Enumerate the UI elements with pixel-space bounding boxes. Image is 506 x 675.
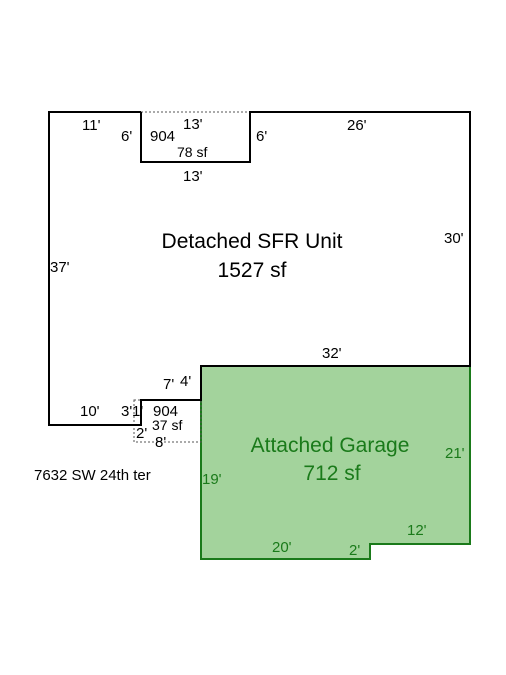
garage-dim-notch: 2' xyxy=(349,542,360,559)
house-name: Detached SFR Unit xyxy=(162,230,343,253)
garage-dim-right: 21' xyxy=(445,445,465,462)
dim-bottom-left: 10' xyxy=(80,403,100,420)
garage-name: Attached Garage xyxy=(251,434,410,457)
dim-step-b: 4' xyxy=(180,373,191,390)
house-outline xyxy=(48,111,471,426)
garage-dim-left: 19' xyxy=(202,471,222,488)
dim-left: 37' xyxy=(50,259,70,276)
patio-width: 8' xyxy=(155,434,166,451)
porch-area: 78 sf xyxy=(177,144,207,160)
porch-width-bottom: 13' xyxy=(183,168,203,185)
dim-top-left: 11' xyxy=(82,117,101,134)
patio-area: 37 sf xyxy=(152,417,182,433)
patio-depth: 2' xyxy=(136,425,147,442)
dim-top-right: 26' xyxy=(347,117,367,134)
dim-step-c: 3' xyxy=(121,403,132,420)
dim-right: 30' xyxy=(444,230,464,247)
garage-dim-bottom: 20' xyxy=(272,539,292,556)
porch-depth-right: 6' xyxy=(256,128,267,145)
house-area: 1527 sf xyxy=(218,259,287,282)
porch-code: 904 xyxy=(150,128,175,145)
porch-width-top: 13' xyxy=(183,116,203,133)
patio-code: 904 xyxy=(153,403,178,420)
address-label: 7632 SW 24th ter xyxy=(34,467,151,484)
porch-depth-left: 6' xyxy=(121,128,132,145)
garage-dim-bottom-right: 12' xyxy=(407,522,427,539)
dim-step-a: 7' xyxy=(163,376,174,393)
dim-garage-top: 32' xyxy=(322,345,342,362)
dim-step-d: 1' xyxy=(132,403,143,420)
garage-area: 712 sf xyxy=(303,462,360,485)
